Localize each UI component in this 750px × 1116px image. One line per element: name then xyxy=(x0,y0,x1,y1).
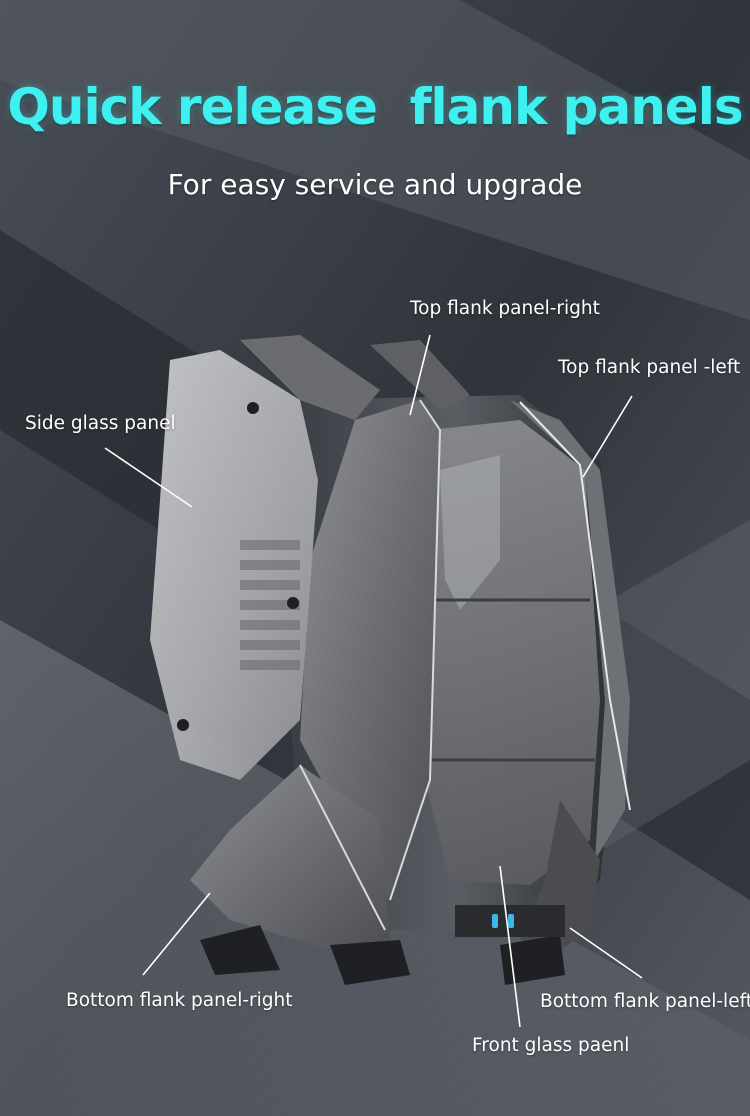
callout-side-glass-panel: Side glass panel xyxy=(25,413,176,434)
callout-front-glass-panel: Front glass paenl xyxy=(472,1035,630,1056)
callout-top-flank-panel-left: Top flank panel -left xyxy=(558,357,741,378)
callout-bottom-flank-panel-left: Bottom flank panel-left xyxy=(540,991,750,1012)
headline-title: Quick release flank panels xyxy=(7,78,743,136)
callout-bottom-flank-panel-right: Bottom flank panel-right xyxy=(66,990,293,1011)
headline-subtitle: For easy service and upgrade xyxy=(167,168,583,201)
callout-top-flank-panel-right: Top flank panel-right xyxy=(410,298,600,319)
